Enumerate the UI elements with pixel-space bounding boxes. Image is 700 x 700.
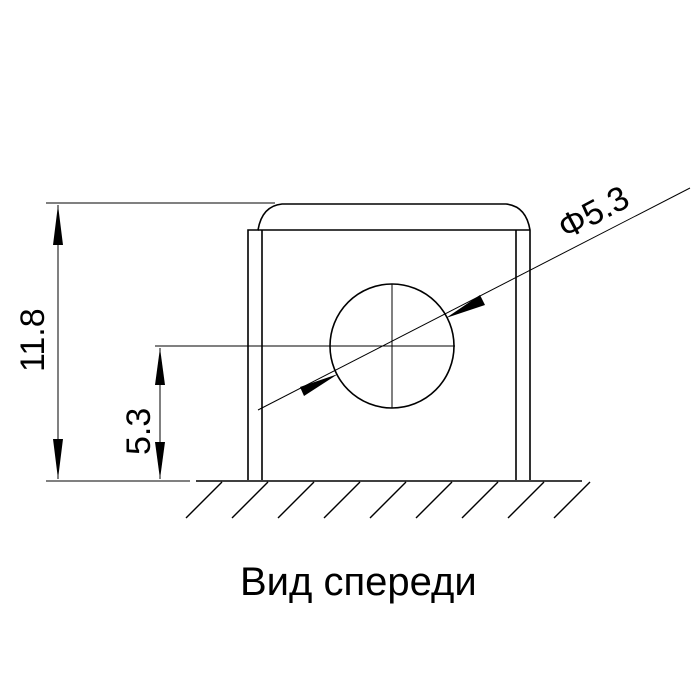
part-outline bbox=[247, 203, 531, 480]
centerline bbox=[330, 284, 455, 408]
hatch-line bbox=[323, 481, 361, 519]
view-caption: Вид спереди bbox=[240, 560, 477, 604]
hatch-line bbox=[231, 481, 269, 519]
hatch-line bbox=[553, 481, 591, 519]
hatch-line bbox=[185, 481, 223, 519]
dim-diameter-label: Φ5.3 bbox=[552, 179, 636, 247]
ground-hatching bbox=[185, 481, 591, 519]
dim-line-diameter bbox=[257, 187, 691, 411]
hatch-line bbox=[277, 481, 315, 519]
dim-height-label: 11.8 bbox=[14, 308, 52, 372]
hatch-line bbox=[369, 481, 407, 519]
hatch-line bbox=[415, 481, 453, 519]
hatch-line bbox=[461, 481, 499, 519]
arrows bbox=[53, 205, 485, 479]
hatch-line bbox=[507, 481, 545, 519]
dim-hole-height-label: 5.3 bbox=[120, 408, 158, 455]
